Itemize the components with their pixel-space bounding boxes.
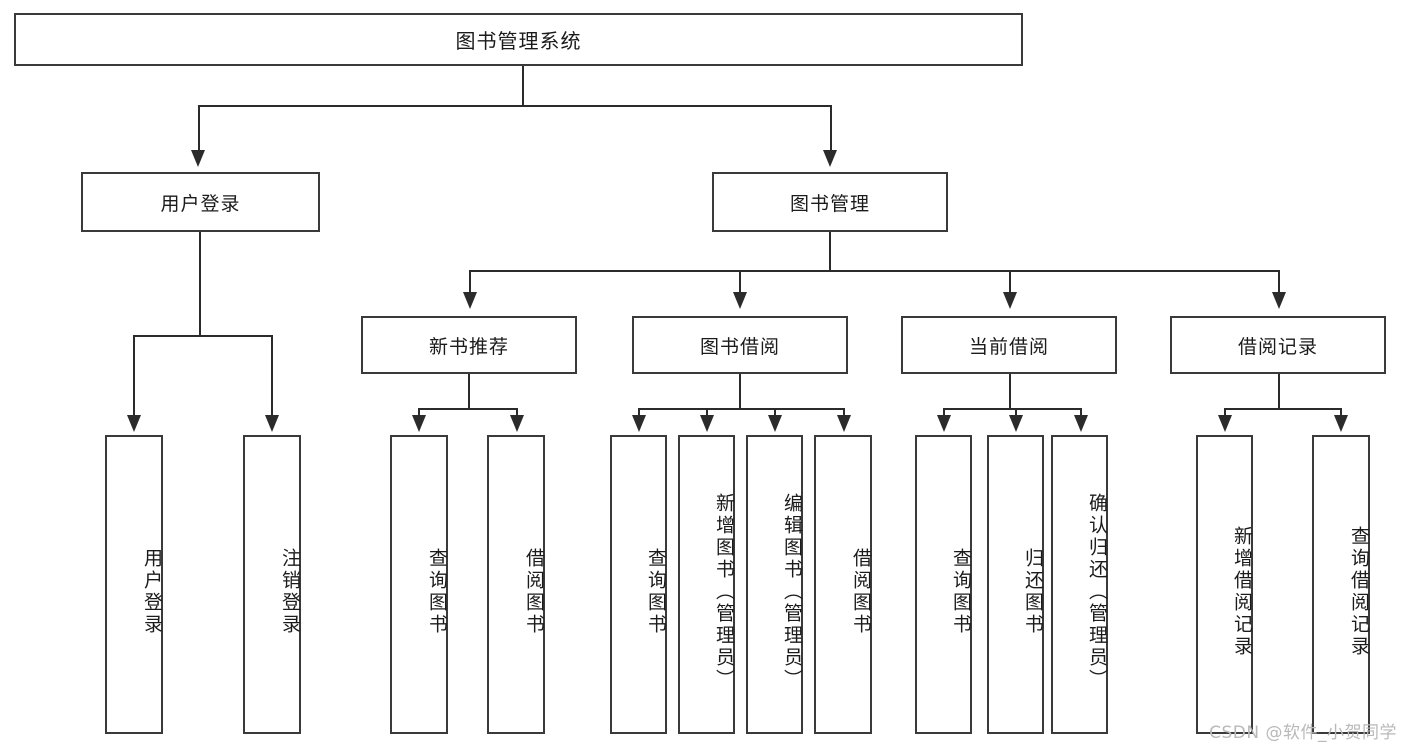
connector-root-bus <box>198 105 832 107</box>
leaf-query-borrow-record[interactable]: 查询借阅记录 <box>1312 435 1370 734</box>
connector-user-login-leaf-1 <box>133 335 135 418</box>
leaf-current-borrow-query[interactable]: 查询图书 <box>915 435 972 734</box>
node-label: 注销登录 <box>279 547 301 636</box>
leaf-user-login-1[interactable]: 用户登录 <box>105 435 163 734</box>
connector-new-book-leaf-1 <box>418 408 420 418</box>
node-label: 查询图书 <box>950 547 972 636</box>
node-label: 归还图书 <box>1022 547 1044 636</box>
node-label: 查询借阅记录 <box>1348 525 1370 658</box>
connector-user-login-leaf-2 <box>271 335 273 418</box>
arrow-to-new-book <box>463 292 477 309</box>
connector-book-borrow-leaf-1 <box>638 408 640 418</box>
connector-to-current-borrow <box>1009 270 1011 293</box>
connector-borrow-records-leaf-2 <box>1340 408 1342 418</box>
leaf-add-borrow-record[interactable]: 新增借阅记录 <box>1196 435 1253 734</box>
leaf-user-logout[interactable]: 注销登录 <box>243 435 301 734</box>
node-label: 借阅图书 <box>850 547 872 636</box>
connector-book-borrow-leaf-3 <box>774 408 776 418</box>
arrow-book-borrow-leaf-1 <box>632 415 646 432</box>
leaf-book-edit-admin[interactable]: 编辑图书（管理员） <box>746 435 803 734</box>
node-book-borrow[interactable]: 图书借阅 <box>632 316 848 374</box>
arrow-borrow-records-leaf-1 <box>1218 415 1232 432</box>
node-book-management[interactable]: 图书管理 <box>712 172 948 232</box>
node-label: 新书推荐 <box>428 335 509 358</box>
arrow-to-book-borrow <box>733 292 747 309</box>
leaf-confirm-return-admin[interactable]: 确认归还（管理员） <box>1051 435 1108 734</box>
connector-new-book-stem <box>468 374 470 409</box>
arrow-to-user-login <box>191 150 205 167</box>
connector-user-login-bus <box>133 335 272 337</box>
node-label: 新增图书（管理员） <box>713 492 735 691</box>
node-label: 借阅记录 <box>1237 335 1318 358</box>
node-label: 当前借阅 <box>968 335 1049 358</box>
connector-new-book-bus <box>418 408 518 410</box>
arrow-to-book-mgmt <box>823 150 837 167</box>
connector-book-borrow-leaf-2 <box>706 408 708 418</box>
connector-book-mgmt-stem <box>829 232 831 271</box>
connector-current-borrow-stem <box>1009 374 1011 409</box>
leaf-book-borrow-query[interactable]: 查询图书 <box>610 435 667 734</box>
node-label: 用户登录 <box>141 547 163 636</box>
arrow-to-current-borrow <box>1003 292 1017 309</box>
leaf-return-book[interactable]: 归还图书 <box>987 435 1044 734</box>
node-current-borrow[interactable]: 当前借阅 <box>901 316 1117 374</box>
connector-current-borrow-bus <box>943 408 1080 410</box>
connector-to-new-book <box>469 270 471 293</box>
arrow-new-book-leaf-2 <box>510 415 524 432</box>
connector-to-user-login <box>198 105 200 150</box>
connector-current-borrow-leaf-1 <box>943 408 945 418</box>
connector-current-borrow-leaf-2 <box>1015 408 1017 418</box>
arrow-user-login-leaf-1 <box>127 415 141 432</box>
arrow-current-borrow-leaf-1 <box>937 415 951 432</box>
arrow-to-borrow-records <box>1272 292 1286 309</box>
arrow-current-borrow-leaf-3 <box>1074 415 1088 432</box>
arrow-book-borrow-leaf-2 <box>700 415 714 432</box>
connector-book-borrow-stem <box>739 374 741 409</box>
arrow-new-book-leaf-1 <box>412 415 426 432</box>
arrow-book-borrow-leaf-4 <box>837 415 851 432</box>
connector-level3-bus <box>469 270 1279 272</box>
node-label: 图书管理系统 <box>455 29 582 53</box>
arrow-borrow-records-leaf-2 <box>1334 415 1348 432</box>
connector-to-book-mgmt <box>830 105 832 150</box>
watermark-text: CSDN @软件_小贺同学 <box>1209 723 1397 743</box>
node-label: 图书管理 <box>789 192 870 215</box>
node-borrow-records[interactable]: 借阅记录 <box>1170 316 1386 374</box>
connector-borrow-records-stem <box>1278 374 1280 409</box>
connector-new-book-leaf-2 <box>516 408 518 418</box>
leaf-new-book-borrow[interactable]: 借阅图书 <box>487 435 545 734</box>
node-label: 编辑图书（管理员） <box>781 492 803 691</box>
connector-to-book-borrow <box>739 270 741 293</box>
connector-current-borrow-leaf-3 <box>1080 408 1082 418</box>
arrow-current-borrow-leaf-2 <box>1009 415 1023 432</box>
connector-borrow-records-leaf-1 <box>1224 408 1226 418</box>
leaf-book-borrow-action[interactable]: 借阅图书 <box>814 435 872 734</box>
connector-root-stem <box>522 66 524 106</box>
node-label: 图书借阅 <box>699 335 780 358</box>
node-root-system[interactable]: 图书管理系统 <box>14 13 1023 66</box>
connector-to-borrow-records <box>1278 270 1280 293</box>
leaf-book-add-admin[interactable]: 新增图书（管理员） <box>678 435 735 734</box>
node-label: 查询图书 <box>426 547 448 636</box>
node-label: 借阅图书 <box>523 547 545 636</box>
arrow-user-login-leaf-2 <box>265 415 279 432</box>
connector-book-borrow-bus <box>638 408 843 410</box>
connector-book-borrow-leaf-4 <box>843 408 845 418</box>
connector-borrow-records-bus <box>1224 408 1341 410</box>
node-label: 新增借阅记录 <box>1231 525 1253 658</box>
connector-user-login-stem <box>199 232 201 336</box>
node-new-book-recommend[interactable]: 新书推荐 <box>361 316 577 374</box>
node-label: 确认归还（管理员） <box>1086 492 1108 691</box>
node-user-login[interactable]: 用户登录 <box>81 172 320 232</box>
node-label: 查询图书 <box>645 547 667 636</box>
arrow-book-borrow-leaf-3 <box>768 415 782 432</box>
node-label: 用户登录 <box>160 192 241 215</box>
leaf-new-book-query[interactable]: 查询图书 <box>390 435 448 734</box>
